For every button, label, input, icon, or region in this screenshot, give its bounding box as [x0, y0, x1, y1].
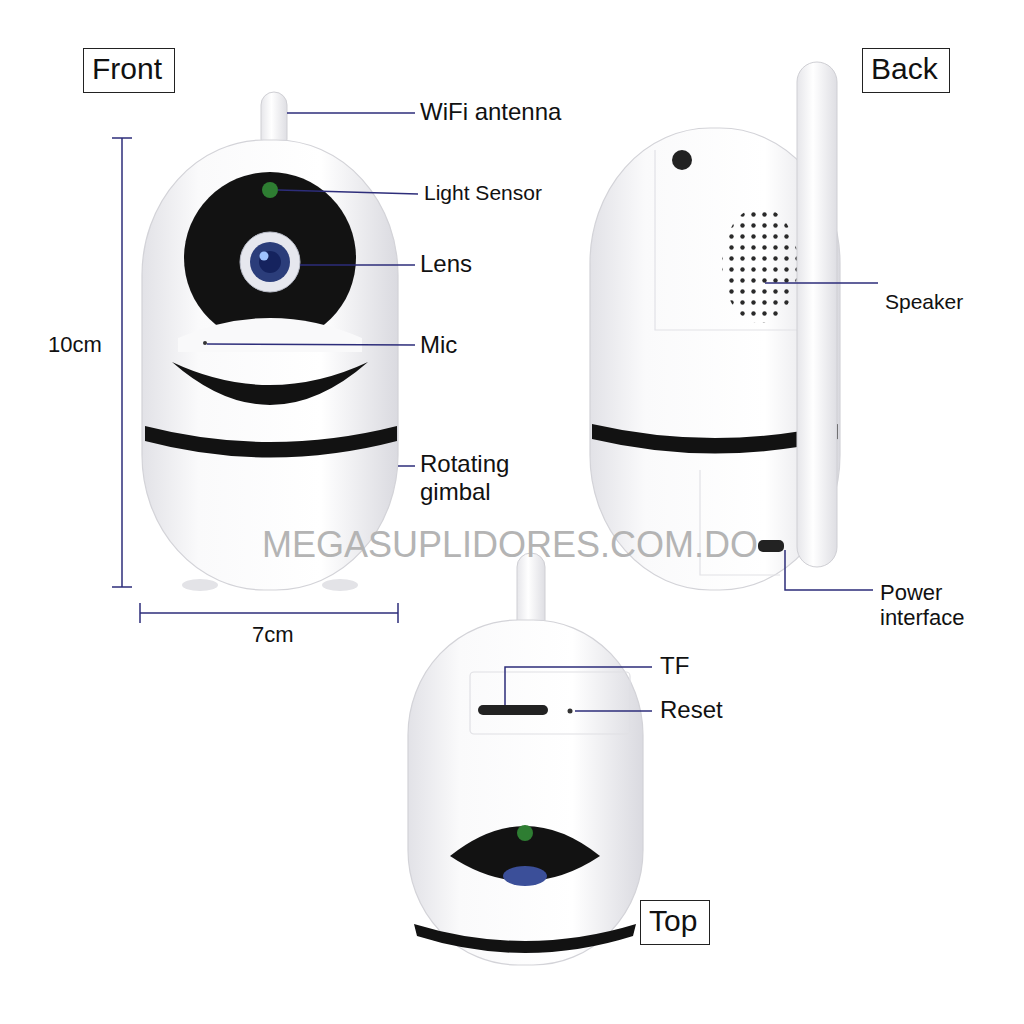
camera-body: [142, 140, 398, 590]
leader-line: [575, 710, 652, 712]
top-camera: [408, 553, 643, 965]
dimension-tick: [139, 603, 141, 623]
dimension-line: [140, 612, 398, 614]
leader-line: [287, 112, 415, 114]
lens: [250, 242, 290, 282]
camera-foot: [182, 579, 218, 591]
tf-slot: [478, 705, 548, 715]
light-sensor: [262, 182, 278, 198]
dimension-line: [121, 138, 123, 587]
leader-line: [765, 282, 878, 284]
dimension-tick: [112, 137, 132, 139]
face-lid: [178, 318, 362, 352]
leader-line: [300, 264, 415, 266]
mic-hole: [203, 341, 207, 345]
part-label: Speaker: [885, 290, 963, 314]
back-hole: [672, 150, 692, 170]
view-label: Front: [92, 51, 162, 87]
view-label-box: Back: [862, 48, 950, 93]
leader-line: [505, 667, 652, 705]
dimension-label: 10cm: [48, 332, 102, 357]
part-label: Light Sensor: [424, 181, 542, 205]
part-label: TF: [660, 652, 689, 680]
lens-core: [259, 251, 281, 273]
back-camera: [590, 62, 840, 590]
part-label: WiFi antenna: [420, 98, 561, 126]
part-label: Reset: [660, 696, 723, 724]
gimbal-stripe: [414, 924, 636, 953]
leader-line: [278, 190, 418, 194]
power-port: [758, 540, 784, 552]
part-label: Rotating gimbal: [420, 450, 535, 505]
gimbal-opening: [172, 362, 368, 405]
leader-line: [398, 465, 415, 467]
lens: [503, 866, 547, 886]
panel-seam: [470, 672, 630, 734]
dimension-tick: [112, 586, 132, 588]
front-camera: [142, 92, 398, 591]
lens-glint: [260, 252, 269, 261]
camera-body: [408, 620, 643, 965]
antenna: [797, 62, 837, 567]
view-label-box: Front: [83, 48, 175, 93]
camera-foot: [322, 579, 358, 591]
lens-ring: [240, 232, 300, 292]
view-label: Top: [649, 903, 697, 939]
speaker-grille: [722, 207, 798, 323]
dimension-tick: [397, 603, 399, 623]
leader-line: [207, 344, 415, 345]
reset-hole: [568, 709, 573, 714]
view-label: Back: [871, 51, 938, 87]
part-label: Power interface: [880, 580, 980, 631]
part-label: Lens: [420, 250, 472, 278]
leader-lines: [112, 113, 878, 711]
part-label: Mic: [420, 331, 457, 359]
dimension-label: 7cm: [252, 622, 294, 647]
light-sensor: [517, 825, 533, 841]
watermark: MEGASUPLIDORES.COM.DO: [262, 524, 758, 565]
gimbal-stripe: [145, 426, 397, 458]
leader-line: [785, 550, 873, 590]
view-label-box: Top: [640, 900, 710, 945]
